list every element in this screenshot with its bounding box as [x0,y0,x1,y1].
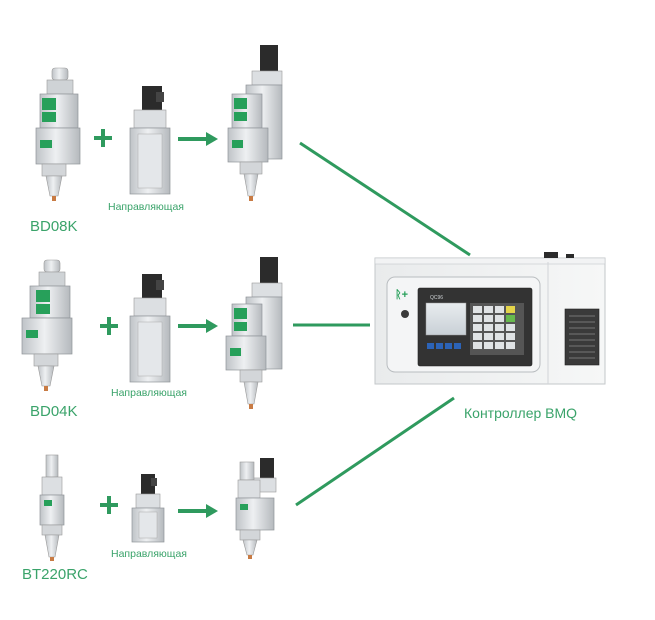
arrow-right-icon-row-3 [178,504,218,518]
hmi-screen [425,302,467,336]
plus-icon-row-2 [100,317,118,335]
guide-label-row-2: Направляющая [111,387,187,399]
connector-line-row-3 [295,396,455,507]
key-switch [401,310,409,318]
laser-head-bd04k [21,259,73,391]
assembled-head-row-3 [235,458,277,559]
laser-head-bd08k [35,67,81,201]
plus-icon-row-1 [94,129,112,147]
guide-label-row-3: Направляющая [111,548,187,560]
head-label-bd08k: BD08K [30,218,78,235]
guide-label-row-1: Направляющая [108,201,184,213]
connector-line-row-1 [299,141,471,257]
head-label-bd04k: BD04K [30,403,78,420]
controller-label: Контроллер BMQ [464,405,578,421]
keypad [470,303,524,355]
arrow-right-icon-row-2 [178,319,218,333]
panel-model: QC96 [430,295,443,301]
guide-rail-row-3 [131,474,165,543]
plus-icon-row-3 [100,496,118,514]
arrow-right-icon-row-1 [178,132,218,146]
cooling-fan-icon [564,308,600,366]
panel-logo: ᚱ+ [395,289,408,301]
guide-rail-row-2 [129,274,171,383]
head-label-bt220rc: BT220RC [22,566,88,583]
assembled-head-row-2 [225,257,283,409]
guide-rail-row-1 [129,86,171,195]
laser-head-bt220rc [39,454,65,561]
controller-cabinet: ᚱ+ QC96 [374,252,606,385]
assembled-head-row-1 [227,45,283,201]
